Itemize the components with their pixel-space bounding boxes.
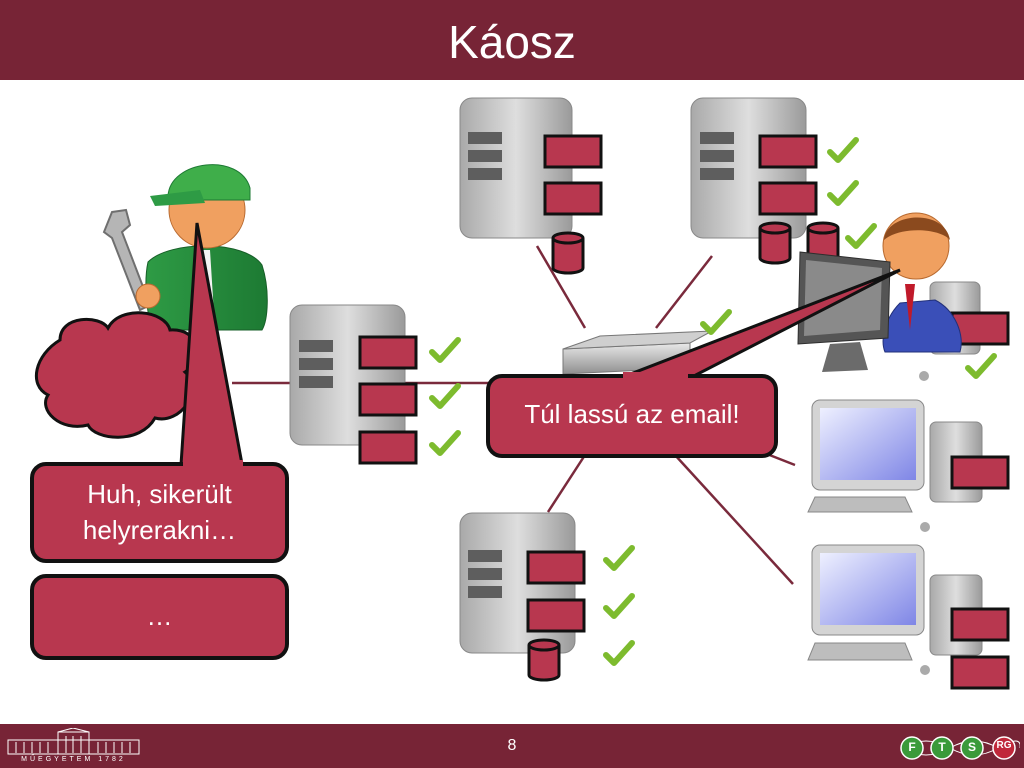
check-icon bbox=[827, 180, 859, 206]
check-icon bbox=[827, 137, 859, 163]
server-top-center bbox=[459, 97, 603, 275]
check-icon bbox=[429, 337, 461, 363]
service-box bbox=[526, 598, 586, 633]
service-box bbox=[358, 335, 418, 370]
footer-bar bbox=[0, 724, 1024, 768]
database-icon bbox=[551, 238, 585, 275]
admin-speech-text: Huh, sikerült helyrerakni… bbox=[32, 476, 287, 548]
logo-circle-rg bbox=[992, 736, 1016, 760]
service-box bbox=[950, 455, 1010, 490]
check-icon bbox=[603, 593, 635, 619]
check-icon bbox=[603, 545, 635, 571]
university-building-logo bbox=[7, 728, 140, 755]
link-server-bottom bbox=[546, 454, 587, 513]
server-top-right bbox=[690, 97, 840, 265]
logo-circle-s bbox=[960, 736, 984, 760]
admin-speech-line-2: helyrerakni… bbox=[82, 515, 237, 545]
check-marks bbox=[429, 137, 997, 666]
check-icon bbox=[700, 309, 732, 335]
link-desktop-bottom bbox=[674, 454, 794, 585]
admin-speech-bubble bbox=[30, 462, 289, 563]
service-box bbox=[950, 607, 1010, 642]
thought-cloud bbox=[34, 311, 199, 439]
logo-letter-rg: RG bbox=[996, 740, 1012, 751]
user-complaint-text: Túl lassú az email! bbox=[524, 399, 740, 429]
service-box bbox=[758, 181, 818, 216]
admin-speech-next-bubble bbox=[30, 574, 289, 660]
admin-speech-next-text: … bbox=[146, 601, 173, 631]
check-icon bbox=[429, 383, 461, 409]
server-left bbox=[289, 304, 418, 465]
service-box bbox=[543, 181, 603, 216]
service-box bbox=[543, 134, 603, 169]
service-box bbox=[358, 382, 418, 417]
logo-letter-t: T bbox=[938, 740, 946, 754]
logo-letter-f: F bbox=[908, 740, 916, 754]
check-icon bbox=[845, 223, 877, 249]
service-box bbox=[758, 134, 818, 169]
logo-circle-f bbox=[900, 736, 924, 760]
server-bottom bbox=[459, 512, 586, 682]
database-icon bbox=[758, 228, 792, 265]
service-box bbox=[526, 550, 586, 585]
check-icon bbox=[965, 353, 997, 379]
check-icon bbox=[429, 430, 461, 456]
admin-person bbox=[102, 164, 268, 331]
check-icon bbox=[603, 640, 635, 666]
title-bar bbox=[0, 0, 1024, 80]
desktop-computer-bottom bbox=[807, 544, 1010, 690]
university-caption: MŰEGYETEM 1782 bbox=[21, 756, 126, 763]
logo-circle-t bbox=[930, 736, 954, 760]
desktop-computer-mid bbox=[807, 399, 1010, 532]
logo-letter-s: S bbox=[967, 740, 976, 754]
page-number: 8 bbox=[507, 737, 517, 754]
admin-speech-line-1: Huh, sikerült bbox=[87, 479, 232, 509]
service-box bbox=[358, 430, 418, 465]
database-icon bbox=[527, 645, 561, 682]
slide-title: Káosz bbox=[448, 16, 576, 68]
link-server-top-right bbox=[655, 255, 713, 329]
ftsrg-logo bbox=[900, 736, 1020, 760]
service-box bbox=[950, 655, 1010, 690]
link-server-top-center bbox=[535, 245, 587, 329]
chaos-network-diagram bbox=[30, 97, 1010, 690]
